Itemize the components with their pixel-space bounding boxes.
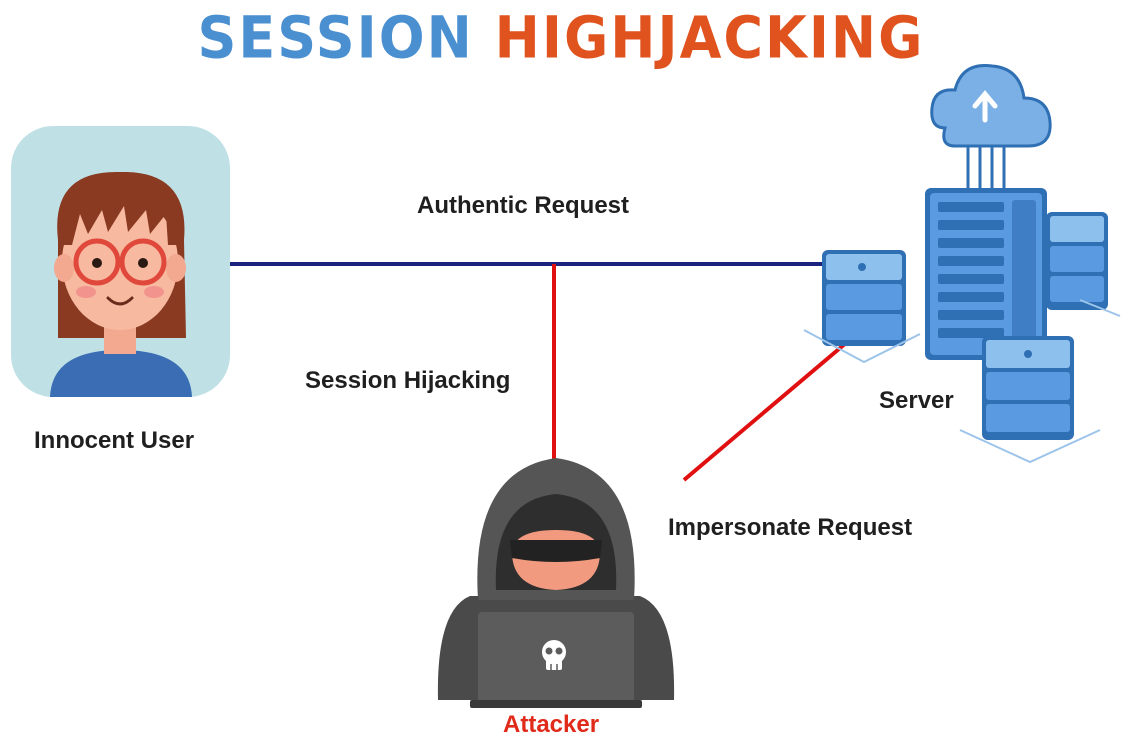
impersonate-request-line: [682, 341, 848, 482]
server-stack-left: [822, 250, 906, 346]
server-stack-bottom: [982, 336, 1074, 440]
title-word-session: SESSION: [197, 3, 474, 72]
innocent-user-label: Innocent User: [34, 427, 195, 454]
server-cloud-icon: [803, 64, 1121, 464]
server-stack-right: [1046, 212, 1108, 310]
server-label: Server: [879, 387, 954, 414]
hooded-hacker-icon: [437, 458, 675, 708]
impersonate-request-label: Impersonate Request: [668, 514, 913, 541]
skull-icon: [542, 640, 566, 670]
attacker-label: Attacker: [503, 711, 600, 738]
title-word-highjacking: HIGHJACKING: [494, 3, 925, 72]
woman-user-icon: [11, 126, 230, 397]
page-title: SESSION HIGHJACKING: [0, 3, 1122, 71]
authentic-request-label: Authentic Request: [417, 192, 630, 219]
session-hijacking-label: Session Hijacking: [305, 367, 511, 394]
